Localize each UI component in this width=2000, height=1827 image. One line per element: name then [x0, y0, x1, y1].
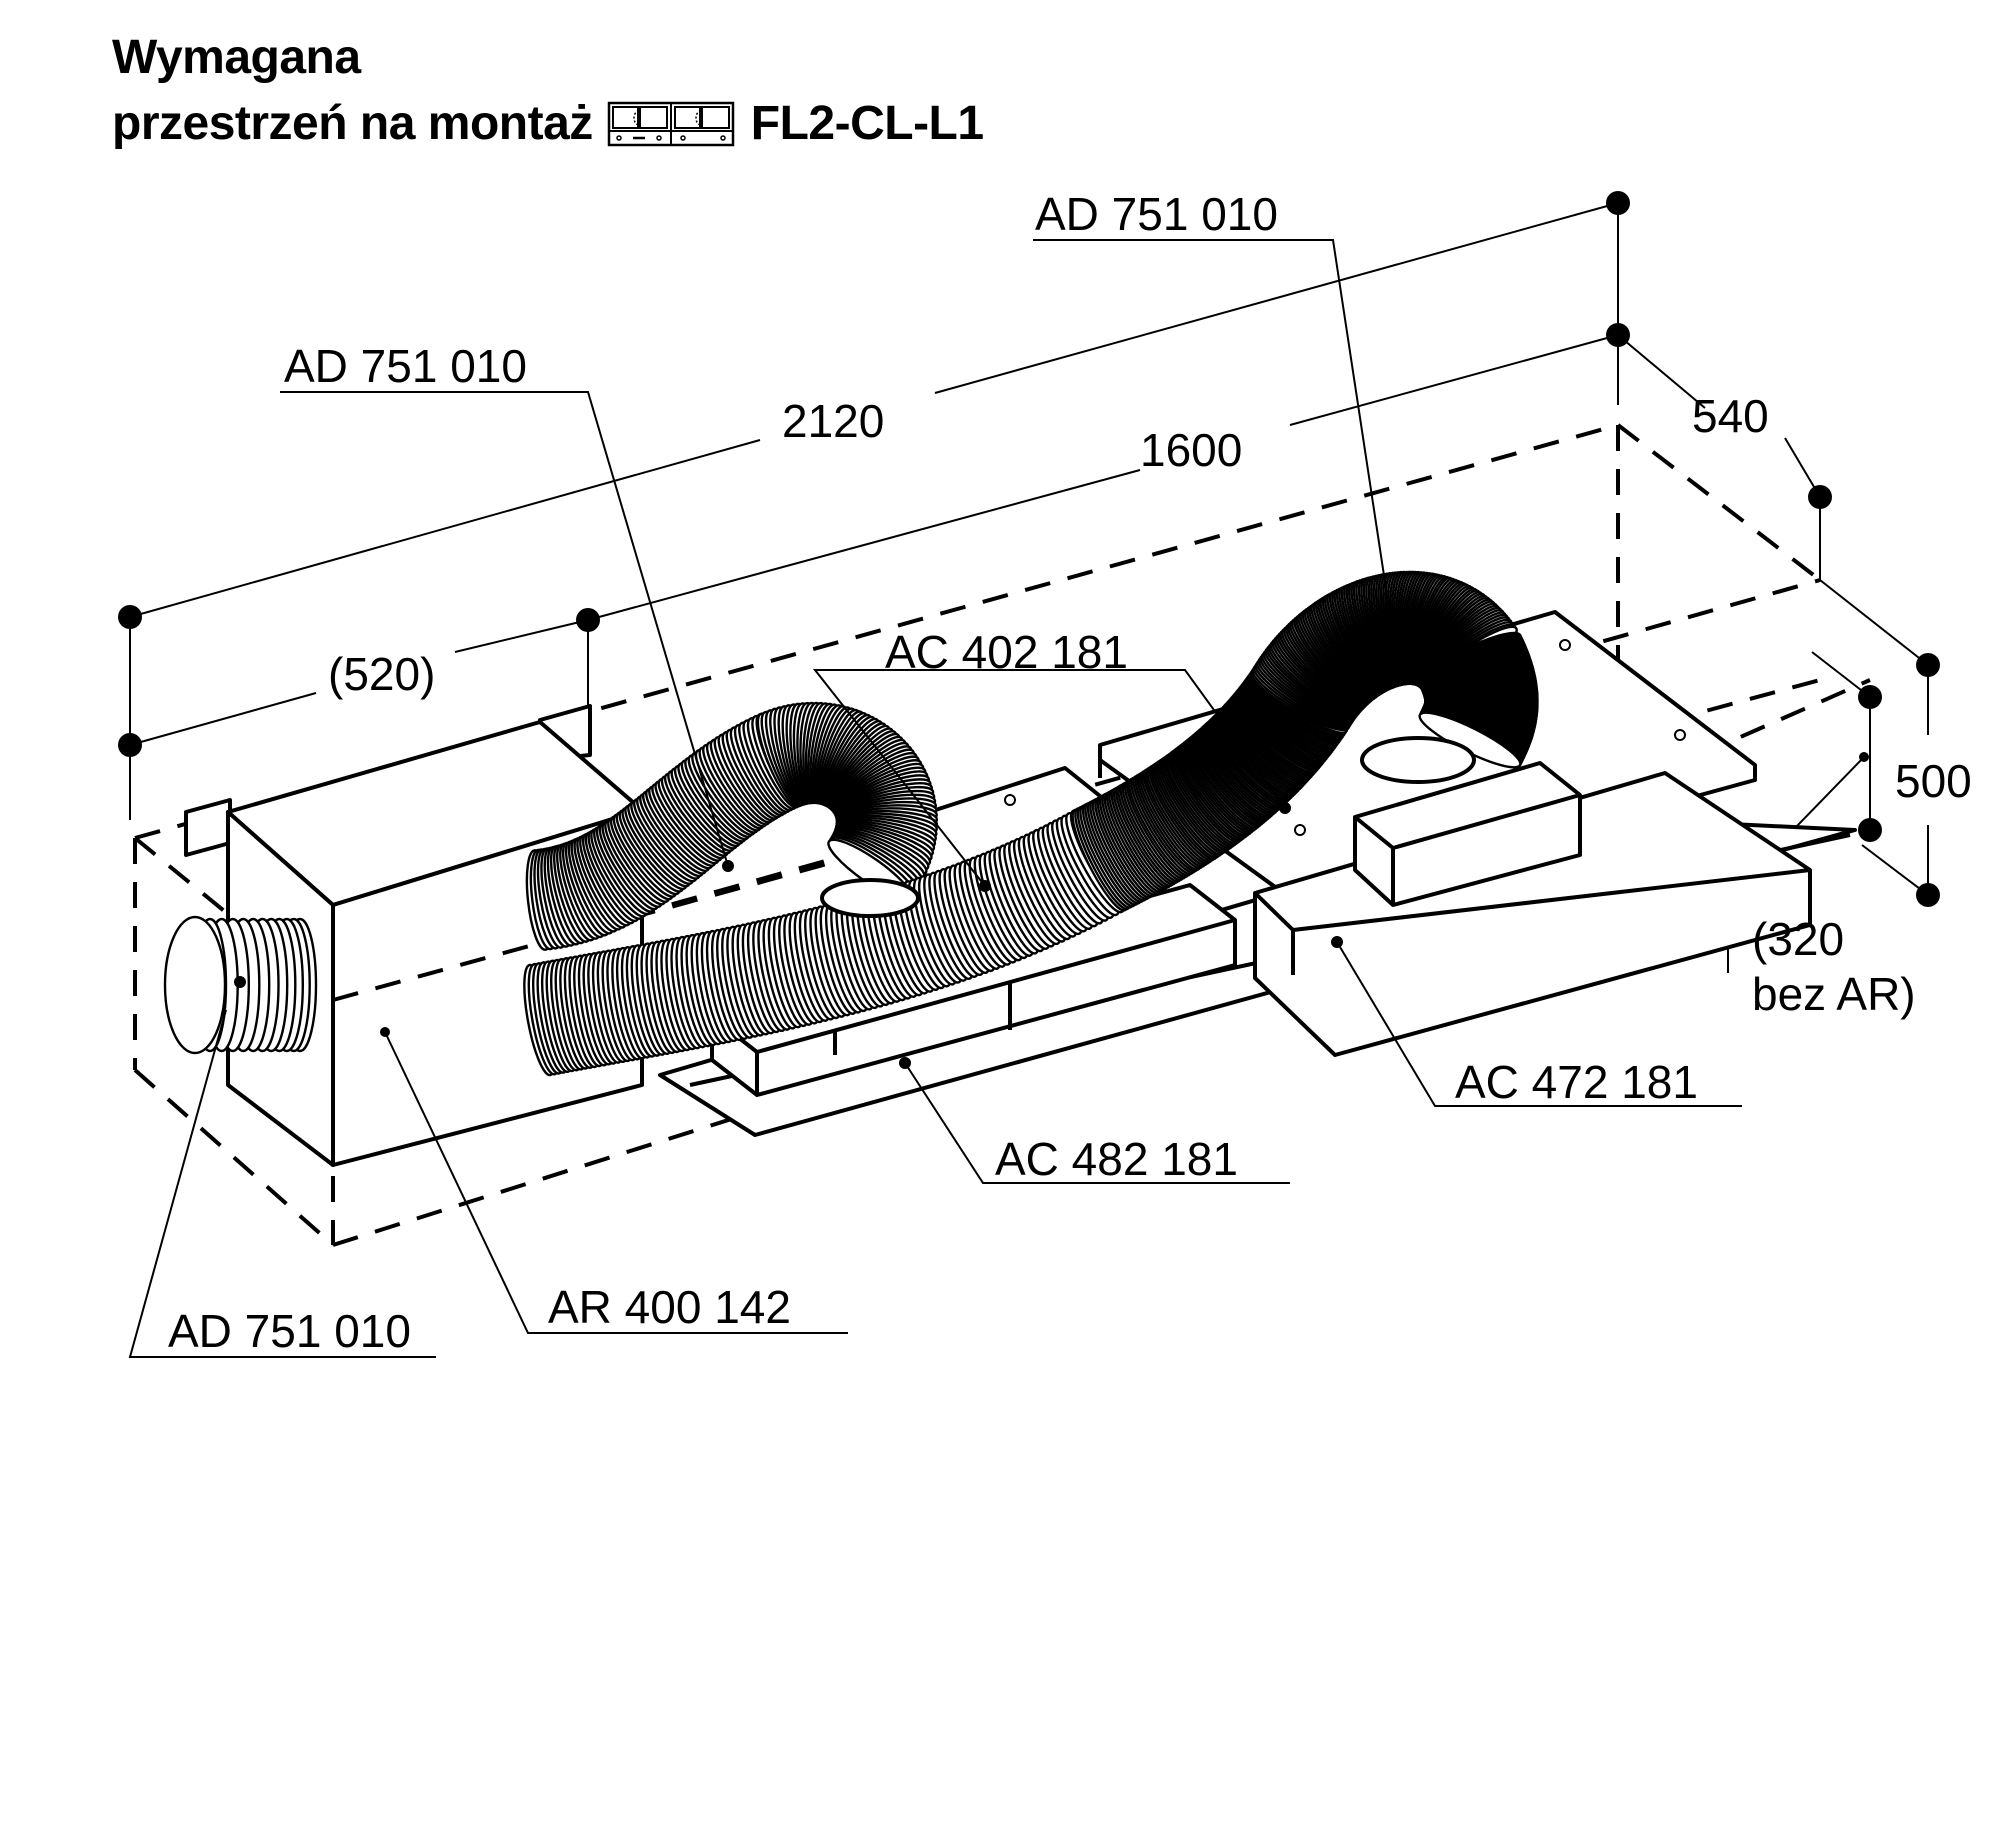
cooktop-hob-icon [607, 101, 735, 147]
dim-2120-label: 2120 [782, 395, 884, 447]
label-duct-bottom-left: AD 751 010 [168, 1305, 411, 1357]
label-module-front-right: AC 472 181 [1455, 1056, 1698, 1108]
leader-module-center [812, 669, 1286, 887]
part-callouts: AD 751 010 AD 751 010 2120 1600 (520) 54… [128, 188, 1972, 1358]
dim-1600-label: 1600 [1140, 424, 1242, 476]
duct-collar [1360, 736, 1476, 784]
mount-hole [1674, 729, 1686, 741]
leader-plenum-box [384, 1031, 848, 1334]
label-module-front-left: AC 482 181 [995, 1133, 1238, 1185]
page-title-line1: Wymagana [112, 31, 361, 84]
dimension-lines [118, 191, 1940, 973]
dim-320-label-line1: (320 [1752, 913, 1844, 965]
model-name: FL2-CL-L1 [750, 97, 984, 150]
flexible-duct-upper [525, 701, 939, 951]
mount-hole [1294, 824, 1306, 836]
envelope-mid-line [332, 806, 1031, 1002]
leader-module-front-left [904, 1062, 1290, 1184]
leader-point [979, 880, 991, 892]
label-plenum-box: AR 400 142 [548, 1281, 791, 1333]
dim-1600-line-left [587, 469, 1141, 621]
mount-hole [1004, 794, 1016, 806]
duct-stub-left [163, 915, 318, 1055]
module-front-right-body [1253, 771, 1812, 1057]
leader-point [1279, 802, 1291, 814]
dim-1600-line-right [1289, 334, 1619, 426]
duct-stub-opening [163, 915, 227, 1055]
leader-duct-bottom-left [128, 1009, 436, 1358]
leader-point [899, 1057, 911, 1069]
mount-hole [1559, 639, 1571, 651]
dim-500-top-leader [1819, 579, 1929, 666]
duct-collar [820, 878, 920, 918]
dim-500-label: 500 [1895, 755, 1972, 807]
envelope-left-bottom-depth-edge [133, 1068, 335, 1247]
envelope-front-bottom-edge [332, 1108, 761, 1247]
module-ac-472-181 [1253, 761, 1812, 1057]
title-text: przestrzeń na montaż [112, 97, 593, 150]
dim-520-line-left [129, 692, 317, 746]
page-title-line2: przestrzeń na montaż FL2-CL-L1 [112, 100, 984, 148]
dim-540-label: 540 [1692, 390, 1769, 442]
leader-point [234, 976, 246, 988]
leader-duct-top-left [280, 391, 729, 867]
dim-2120-line-right [934, 202, 1619, 394]
leader-point [1331, 936, 1343, 948]
leader-duct-top-right [1033, 239, 1391, 616]
leader-module-front-right [1336, 941, 1742, 1107]
label-duct-top-left: AD 751 010 [284, 340, 527, 392]
label-duct-top-right: AD 751 010 [1035, 188, 1278, 240]
dim-2120-line-left [129, 439, 761, 618]
dim-520-label: (520) [328, 648, 435, 700]
plenum-flange-left [184, 798, 232, 857]
dim-520-line-right [454, 619, 589, 653]
module-front-right-raised-block [1353, 761, 1582, 907]
envelope-right-top-depth-edge [1616, 423, 1822, 582]
dim-point [118, 733, 142, 757]
duct-elbow-right [1360, 736, 1476, 784]
duct-elbow-center [820, 878, 920, 918]
dim-540-line-top [1617, 334, 1706, 409]
label-module-center: AC 402 181 [885, 626, 1128, 678]
dim-320-top-leader [1811, 651, 1871, 698]
dim-point [1858, 818, 1882, 842]
module-front-left-body [710, 883, 1237, 1097]
dim-500-bottom-leader [1861, 844, 1929, 896]
dim-320-label-line2: bez AR) [1752, 968, 1916, 1020]
leader-point [722, 860, 734, 872]
